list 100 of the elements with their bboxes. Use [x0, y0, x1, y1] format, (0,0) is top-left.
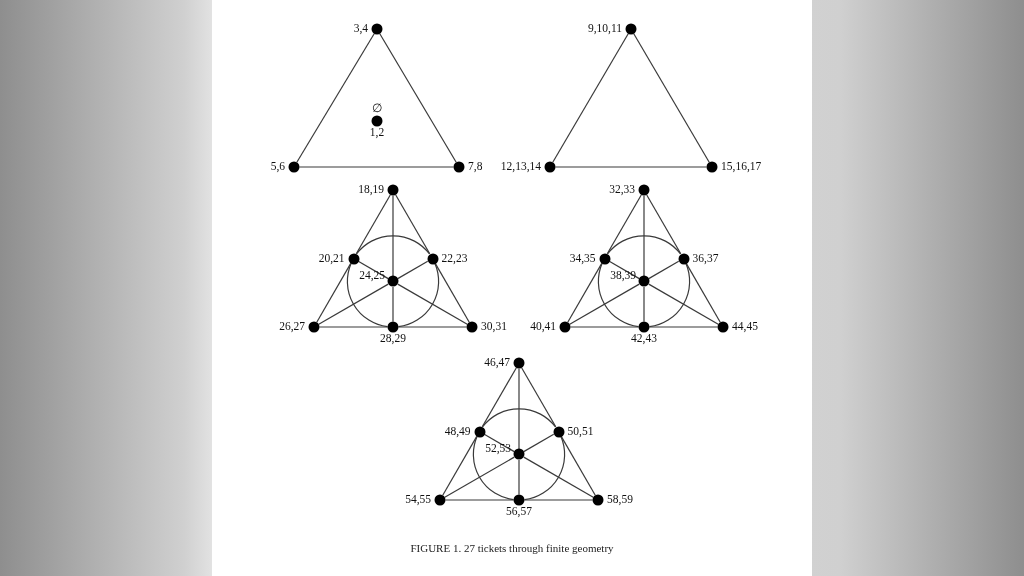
figure-caption: FIGURE 1. 27 tickets through finite geometry	[409, 542, 615, 554]
line-segment	[296, 33, 375, 163]
point-dot	[371, 23, 383, 35]
point-dot	[308, 321, 320, 333]
point-dot	[513, 357, 525, 369]
line-segment	[442, 435, 478, 496]
point-dot	[553, 426, 564, 438]
point-dot	[678, 253, 689, 265]
point-label: 20,21	[318, 252, 345, 264]
point-dot	[599, 253, 610, 265]
point-dot	[706, 161, 718, 173]
arc-segment	[648, 262, 691, 328]
line-segment	[379, 33, 457, 163]
line-segment	[481, 367, 517, 428]
line-segment	[552, 33, 629, 163]
point-label: 3,4	[353, 22, 368, 35]
point-label: 30,31	[481, 320, 507, 333]
point-dot	[387, 275, 399, 287]
line-segment	[521, 367, 557, 428]
line-segment	[567, 262, 603, 323]
point-label: 56,57	[506, 506, 532, 518]
point-dot	[638, 321, 650, 333]
line-segment	[298, 166, 455, 168]
point-label: 15,16,17	[721, 160, 762, 173]
arc-segment	[481, 408, 557, 428]
point-label: 40,41	[530, 320, 556, 333]
point-label: 22,23	[441, 252, 468, 264]
arc-segment	[346, 262, 389, 328]
point-label: 34,35	[569, 252, 596, 264]
line-segment	[606, 194, 642, 255]
point-label: 5,6	[270, 160, 285, 173]
point-label: 50,51	[567, 425, 594, 437]
point-label: 28,29	[380, 333, 406, 345]
line-segment	[685, 262, 721, 323]
line-segment	[355, 194, 391, 255]
point-label: 42,43	[631, 333, 657, 345]
line-segment	[397, 283, 468, 325]
point-dot	[513, 448, 525, 460]
point-dot	[434, 494, 446, 506]
line-segment	[357, 260, 389, 280]
point-label: 18,19	[358, 183, 384, 196]
point-label: 7,8	[468, 160, 483, 173]
line-segment	[633, 33, 710, 163]
point-dot	[387, 184, 399, 196]
line-segment	[643, 286, 645, 323]
point-label: 44,45	[732, 320, 758, 333]
point-dot	[559, 321, 571, 333]
point-dot	[371, 115, 383, 127]
line-segment	[392, 195, 394, 277]
line-segment	[392, 286, 394, 323]
line-segment	[554, 166, 708, 168]
line-segment	[483, 433, 515, 453]
line-segment	[397, 326, 468, 328]
point-dot	[544, 161, 556, 173]
point-dot	[387, 321, 399, 333]
line-segment	[316, 262, 352, 323]
line-segment	[518, 459, 520, 496]
point-label: ∅	[372, 102, 382, 114]
point-label: 12,13,14	[500, 160, 541, 173]
line-segment	[569, 283, 640, 325]
point-label: 32,33	[609, 183, 635, 196]
point-label: 48,49	[444, 425, 471, 437]
point-label: 36,37	[692, 252, 719, 264]
point-dot	[625, 23, 637, 35]
line-segment	[318, 283, 389, 325]
point-dot	[592, 494, 604, 506]
point-dot	[638, 184, 650, 196]
point-label: 24,25	[359, 270, 385, 282]
line-segment	[318, 326, 389, 328]
arc-segment	[472, 435, 515, 501]
line-segment	[523, 456, 594, 498]
point-dot	[348, 253, 359, 265]
point-label: 54,55	[405, 493, 431, 506]
arc-segment	[355, 235, 431, 255]
point-label: 58,59	[607, 493, 633, 506]
line-segment	[444, 456, 515, 498]
point-dot	[466, 321, 478, 333]
point-label: 1,2	[369, 127, 385, 139]
line-segment	[648, 326, 719, 328]
line-segment	[434, 262, 470, 323]
point-dot	[717, 321, 729, 333]
line-segment	[523, 433, 555, 453]
line-segment	[444, 499, 515, 501]
point-label: 9,10,11	[587, 22, 622, 35]
line-segment	[523, 499, 594, 501]
arc-segment	[606, 235, 682, 255]
arc-segment	[397, 262, 440, 328]
line-segment	[397, 260, 429, 280]
point-label: 52,53	[485, 443, 511, 455]
line-segment	[643, 195, 645, 277]
arc-segment	[523, 435, 566, 501]
line-segment	[648, 283, 719, 325]
arc-segment	[597, 262, 640, 328]
point-label: 46,47	[484, 356, 510, 369]
point-label: 26,27	[279, 320, 305, 333]
line-segment	[560, 435, 596, 496]
line-segment	[518, 368, 520, 450]
line-segment	[608, 260, 640, 280]
line-segment	[648, 260, 680, 280]
point-dot	[638, 275, 650, 287]
